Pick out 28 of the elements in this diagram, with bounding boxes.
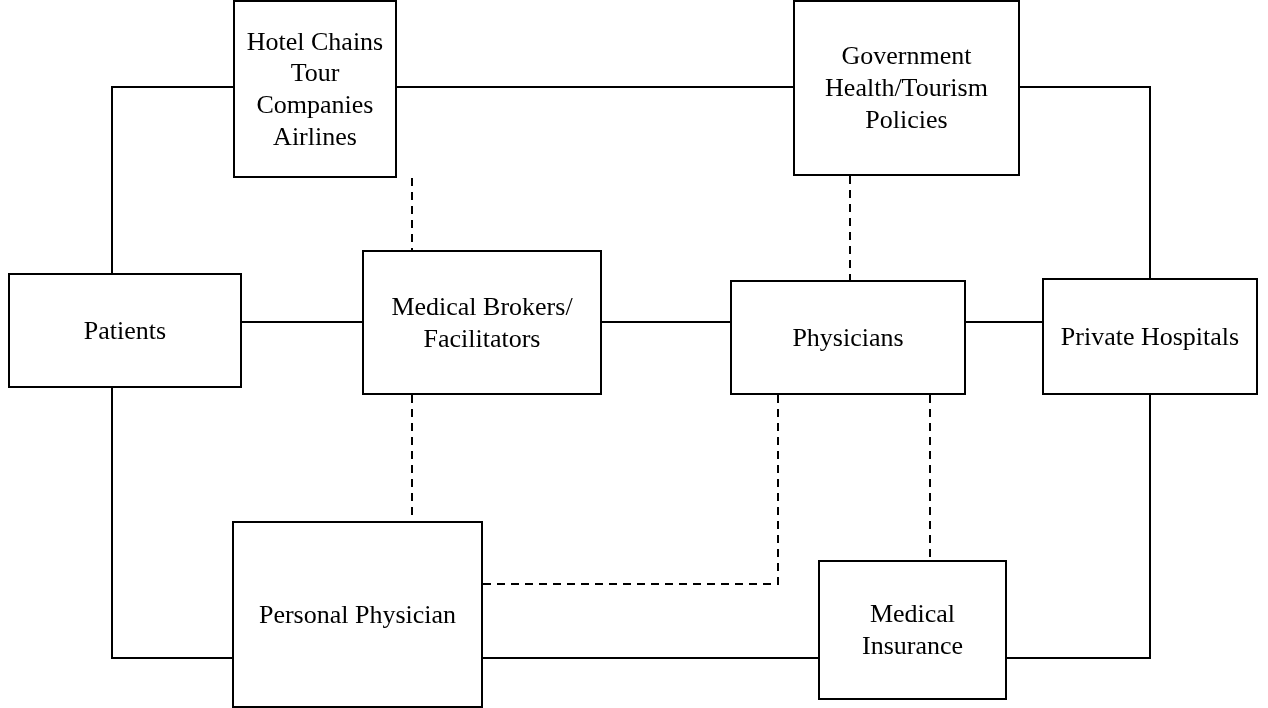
node-label: Medical Insurance — [860, 598, 965, 662]
connector-line — [396, 86, 794, 88]
connector-line — [111, 86, 234, 274]
connector-line — [1019, 86, 1151, 279]
node-label: Hotel Chains Tour Companies Airlines — [245, 25, 385, 153]
node-label: Physicians — [792, 321, 904, 354]
process-box — [232, 521, 483, 708]
node-label: Patients — [83, 314, 167, 347]
connector-line — [411, 177, 413, 251]
connector-line — [965, 321, 1043, 323]
process-box — [793, 0, 1020, 176]
process-box — [362, 250, 602, 395]
process-box — [818, 560, 1007, 700]
process-box — [1042, 278, 1258, 395]
node-label: Medical Brokers/ Facilitators — [390, 290, 574, 355]
node-label: Personal Physician — [258, 598, 457, 631]
connector-line — [601, 321, 731, 323]
connector-line — [111, 387, 233, 659]
process-box — [8, 273, 242, 388]
connector-line — [482, 394, 779, 585]
process-box — [233, 0, 397, 178]
node-label: Government Health/Tourism Policies — [824, 40, 989, 136]
connector-line — [1006, 394, 1151, 659]
process-box — [730, 280, 966, 395]
connector-line — [241, 321, 363, 323]
connector-line — [482, 657, 819, 659]
connector-line — [849, 175, 851, 281]
node-label: Private Hospitals — [1060, 320, 1240, 353]
